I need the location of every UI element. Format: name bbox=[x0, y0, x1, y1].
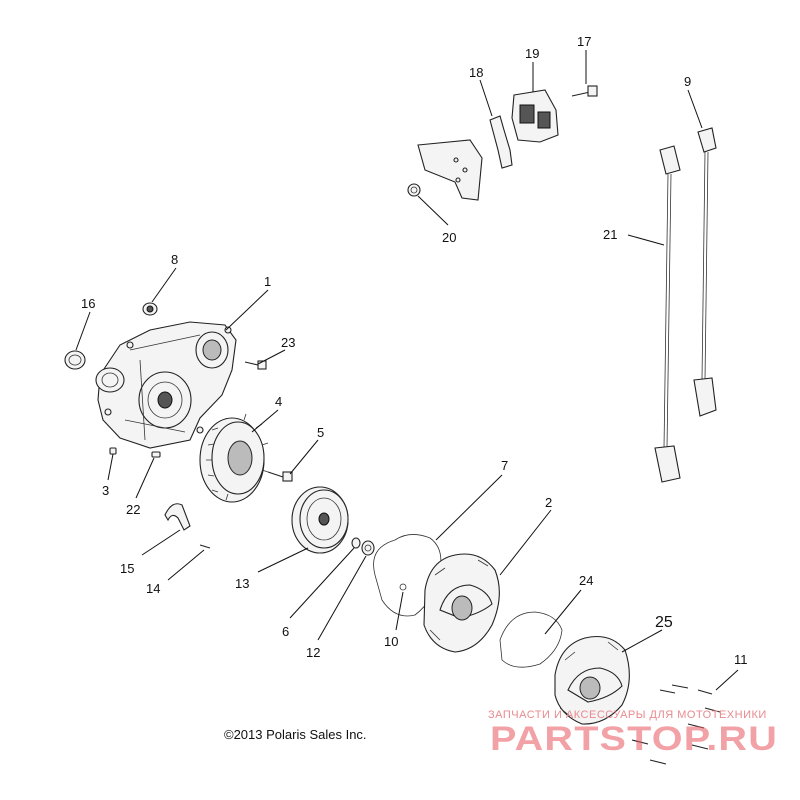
callout-24: 24 bbox=[579, 573, 593, 588]
part-21-plug-wire bbox=[654, 145, 681, 483]
callout-21: 21 bbox=[603, 227, 617, 242]
callout-19: 19 bbox=[525, 46, 539, 61]
callout-17: 17 bbox=[577, 34, 591, 49]
part-13-flywheel bbox=[291, 486, 349, 554]
part-8-bearing bbox=[142, 302, 158, 316]
part-24-gasket bbox=[499, 611, 563, 668]
part-23-bolt bbox=[244, 360, 267, 370]
callout-9: 9 bbox=[684, 74, 691, 89]
callout-5: 5 bbox=[317, 425, 324, 440]
callout-23: 23 bbox=[281, 335, 295, 350]
part-15-clip bbox=[164, 503, 191, 531]
part-3-dowel bbox=[109, 447, 117, 455]
callout-labels: 1 2 3 4 5 6 7 8 9 10 11 12 13 14 15 16 1… bbox=[81, 34, 748, 667]
callout-1: 1 bbox=[264, 274, 271, 289]
watermark: ЗАПЧАСТИ И АКСЕССУАРЫ ДЛЯ МОТОТЕХНИКИ PA… bbox=[488, 709, 778, 758]
copyright-text: ©2013 Polaris Sales Inc. bbox=[224, 727, 367, 742]
callout-20: 20 bbox=[442, 230, 456, 245]
part-10-oring bbox=[399, 583, 407, 591]
callout-25: 25 bbox=[655, 614, 673, 631]
callout-16: 16 bbox=[81, 296, 95, 311]
part-2-cover bbox=[423, 553, 500, 653]
part-5-bolt bbox=[267, 471, 293, 482]
part-18-bracket bbox=[489, 115, 513, 169]
part-4-stator bbox=[199, 413, 269, 503]
callout-7: 7 bbox=[501, 458, 508, 473]
part-12-nut bbox=[361, 540, 375, 556]
part-6-washer bbox=[351, 537, 361, 549]
callout-11: 11 bbox=[734, 652, 748, 667]
part-7-gasket bbox=[373, 534, 442, 617]
callout-2: 2 bbox=[545, 495, 552, 510]
callout-6: 6 bbox=[282, 624, 289, 639]
part-14-screw bbox=[199, 544, 211, 549]
callout-14: 14 bbox=[146, 581, 160, 596]
callout-18: 18 bbox=[469, 65, 483, 80]
watermark-tagline: ЗАПЧАСТИ И АКСЕССУАРЫ ДЛЯ МОТОТЕХНИКИ bbox=[488, 709, 767, 721]
watermark-brand: PARTSTOP.RU bbox=[490, 720, 778, 758]
part-1-housing bbox=[95, 321, 237, 449]
mounting-plate bbox=[417, 139, 483, 201]
callout-4: 4 bbox=[275, 394, 282, 409]
callout-8: 8 bbox=[171, 252, 178, 267]
callout-3: 3 bbox=[102, 483, 109, 498]
leader-lines bbox=[75, 50, 739, 691]
part-17-bolt bbox=[571, 85, 598, 97]
part-16-seal bbox=[64, 350, 86, 370]
part-19-coil bbox=[511, 89, 559, 143]
callout-22: 22 bbox=[126, 502, 140, 517]
part-25-outer-cover bbox=[554, 635, 630, 725]
callout-15: 15 bbox=[120, 561, 134, 576]
callout-10: 10 bbox=[384, 634, 398, 649]
part-22-dowel bbox=[151, 451, 161, 458]
callout-13: 13 bbox=[235, 576, 249, 591]
part-9-plug-wire bbox=[693, 127, 717, 417]
part-20-nut bbox=[407, 183, 421, 197]
callout-12: 12 bbox=[306, 645, 320, 660]
part-11-bolts bbox=[631, 684, 721, 765]
